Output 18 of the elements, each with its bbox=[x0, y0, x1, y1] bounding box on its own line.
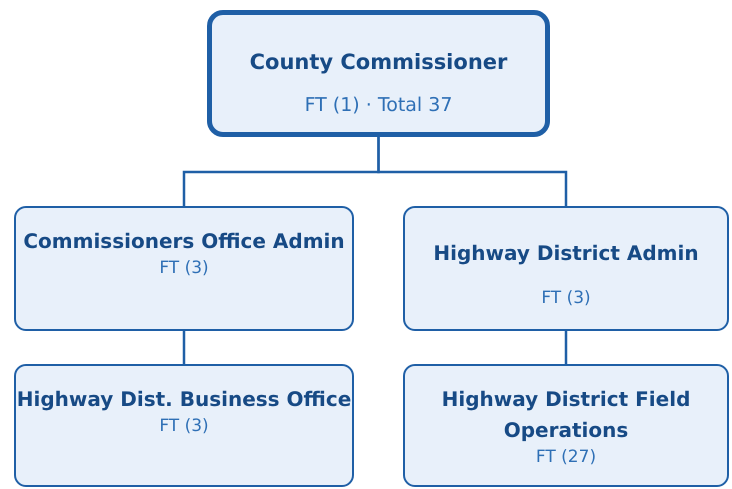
unit-title: Highway Dist. Business Office bbox=[16, 386, 352, 413]
connector-line bbox=[377, 137, 568, 206]
staff-count: FT (27) bbox=[536, 446, 596, 468]
unit-title: Highway District Field Operations bbox=[440, 386, 692, 444]
unit-title: Highway District Admin bbox=[433, 240, 699, 267]
unit-title: Commissioners Office Admin bbox=[23, 228, 345, 255]
staff-count: FT (1) · Total 37 bbox=[304, 94, 452, 116]
unit-title: County Commissioner bbox=[250, 49, 508, 76]
org-unit-box bbox=[14, 206, 354, 331]
org-unit-box bbox=[207, 10, 550, 137]
connector-line bbox=[182, 331, 186, 364]
org-unit-box bbox=[14, 364, 354, 487]
org-unit-box bbox=[403, 206, 729, 331]
staff-count: FT (3) bbox=[159, 257, 209, 279]
staff-count: FT (3) bbox=[159, 415, 209, 437]
connector-line bbox=[564, 331, 568, 364]
org-unit-box bbox=[403, 364, 729, 487]
staff-count: FT (3) bbox=[541, 287, 591, 309]
